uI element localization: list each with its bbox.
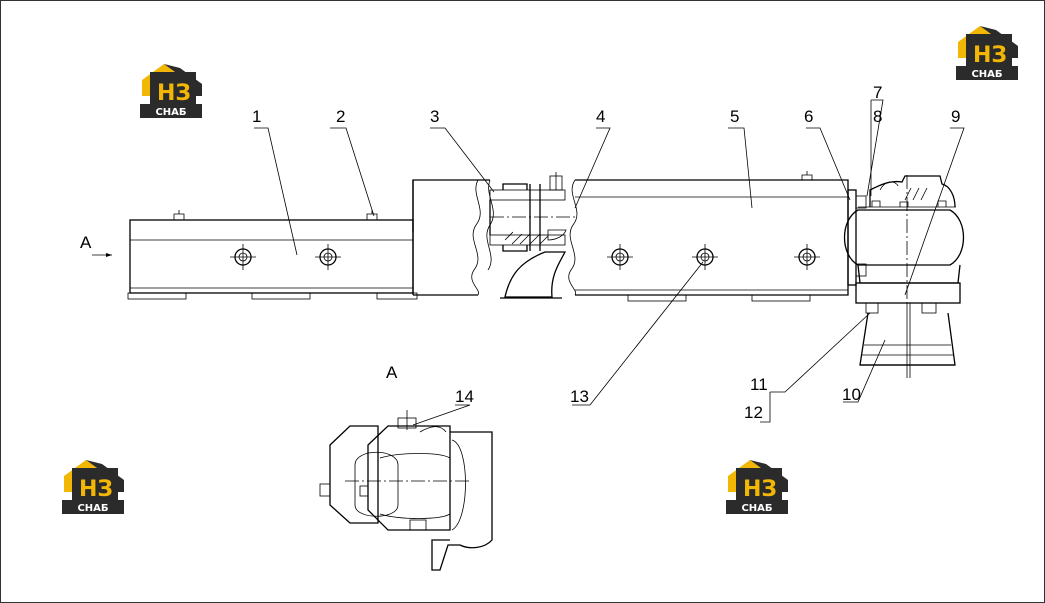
callout-7: 7	[873, 83, 882, 102]
callout-9: 9	[951, 107, 960, 126]
logo-mark-text: НЗ	[743, 477, 777, 502]
end-assembly	[844, 175, 964, 378]
callout-4: 4	[596, 107, 605, 126]
callout-2: 2	[336, 107, 345, 126]
callout-3: 3	[430, 107, 439, 126]
view-a-detail	[319, 410, 493, 571]
logo-caption: СНАБ	[741, 503, 772, 514]
logo-mark-text: НЗ	[79, 477, 113, 502]
section-middle-housing	[412, 172, 575, 299]
logo-top-left: НЗ СНАБ	[140, 64, 202, 118]
section-5-housing	[568, 171, 849, 302]
callout-11: 11	[750, 375, 768, 394]
callout-14: 14	[455, 387, 474, 406]
logo-bottom-left: НЗ СНАБ	[62, 460, 124, 514]
callout-8: 8	[873, 107, 882, 126]
view-a-label: A	[386, 363, 398, 382]
logo-caption: СНАБ	[971, 69, 1002, 80]
logo-mark-text: НЗ	[973, 43, 1007, 68]
callout-5: 5	[730, 107, 739, 126]
logo-mark-text: НЗ	[157, 81, 191, 106]
view-arrow-label: A	[80, 233, 92, 252]
section-1-housing	[127, 210, 418, 300]
leader-lines	[254, 99, 965, 426]
callout-13: 13	[570, 387, 589, 406]
callout-labels: 1 2 3 4 5 6 7 8 9 10 11 12 13 14 A A	[80, 83, 960, 422]
callout-6: 6	[804, 107, 813, 126]
callout-1: 1	[252, 107, 261, 126]
callout-10: 10	[842, 385, 861, 404]
logo-top-right: НЗ СНАБ	[956, 26, 1018, 80]
logo-bottom-right: НЗ СНАБ	[726, 460, 788, 514]
logo-caption: СНАБ	[155, 107, 186, 118]
logo-caption: СНАБ	[77, 503, 108, 514]
view-arrow-a	[92, 253, 112, 257]
callout-12: 12	[744, 403, 763, 422]
